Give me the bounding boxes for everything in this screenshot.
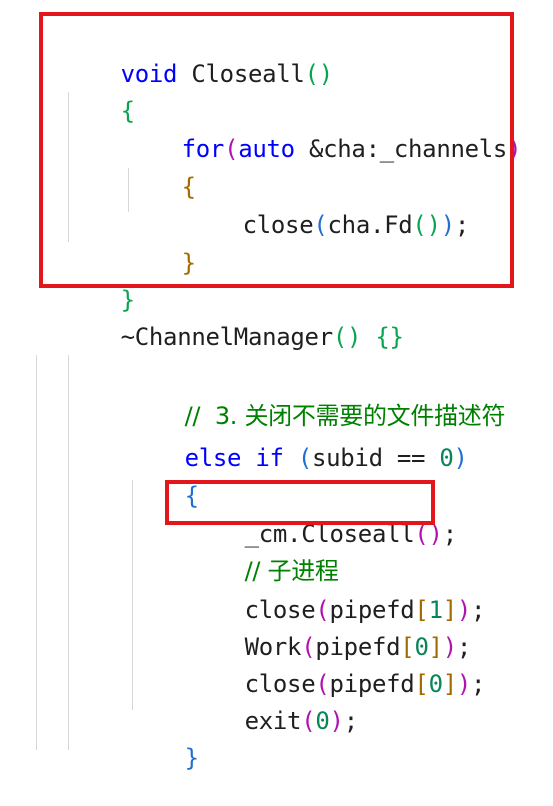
code-line: // 3. 关闭不需要的文件描述符	[128, 368, 506, 430]
highlight-box-function	[39, 12, 514, 288]
brace: {	[184, 482, 199, 510]
code-text: cha.Fd	[327, 211, 413, 239]
paren: ()	[412, 211, 441, 239]
paren: ()	[304, 60, 334, 88]
brace: }	[181, 249, 196, 277]
function-call: exit	[244, 707, 302, 735]
bracket: [	[414, 596, 429, 624]
keyword: auto	[238, 135, 295, 163]
code-text: pipefd	[329, 596, 415, 624]
code-line: }	[125, 215, 196, 277]
keyword: for	[181, 135, 225, 163]
code-line: }	[128, 710, 199, 772]
highlight-box-call	[165, 480, 435, 525]
function-call: Work	[244, 633, 302, 661]
indent-guide	[132, 480, 133, 710]
paren: )	[456, 596, 472, 624]
brace: }	[184, 744, 199, 772]
code-line: close(pipefd[1]);	[188, 562, 486, 624]
number: 0	[439, 444, 454, 472]
code-line: // 子进程	[188, 523, 339, 585]
paren: )	[453, 444, 468, 472]
indent-guide	[128, 168, 129, 212]
number: 0	[315, 707, 330, 735]
comment: // 3. 关闭不需要的文件描述符	[184, 402, 506, 430]
code-text: &cha:_channels	[294, 135, 508, 163]
bracket: [	[400, 633, 415, 661]
semicolon: ;	[456, 633, 472, 661]
code-text: pipefd	[315, 633, 401, 661]
semicolon: ;	[442, 520, 457, 548]
paren: (	[224, 135, 239, 163]
paren: (	[297, 444, 312, 472]
function-name: Closeall	[191, 60, 305, 88]
keyword: void	[120, 60, 178, 88]
indent-guide	[68, 92, 69, 242]
bracket: ]	[442, 670, 457, 698]
paren: (	[315, 670, 330, 698]
bracket: ]	[442, 596, 457, 624]
code-line: }	[64, 252, 135, 314]
brace: }	[120, 286, 135, 314]
code-line: void Closeall()	[64, 26, 334, 88]
code-line: exit(0);	[188, 673, 359, 735]
code-line: {	[64, 63, 135, 125]
code-text: pipefd	[329, 670, 415, 698]
paren: (	[313, 211, 328, 239]
bracket: [	[414, 670, 429, 698]
keyword: else if	[184, 444, 284, 472]
brace: {	[181, 173, 196, 201]
paren: )	[442, 633, 457, 661]
semicolon: ;	[343, 707, 358, 735]
indent-guide	[36, 355, 37, 750]
function-call: close	[244, 596, 316, 624]
code-text: subid ==	[311, 444, 440, 472]
code-line: else if (subid == 0)	[128, 410, 468, 472]
paren: )	[456, 670, 472, 698]
brace: {	[120, 97, 135, 125]
indent-guide	[68, 355, 69, 750]
paren: )	[329, 707, 344, 735]
semicolon: ;	[471, 596, 486, 624]
brace: {}	[375, 323, 404, 351]
number: 0	[414, 633, 429, 661]
code-line: {	[125, 139, 196, 201]
number: 0	[428, 670, 443, 698]
code-line: close(cha.Fd());	[186, 177, 470, 239]
paren: )	[440, 211, 455, 239]
code-line: close(pipefd[0]);	[188, 636, 486, 698]
function-call: close	[244, 670, 316, 698]
semicolon: ;	[471, 670, 486, 698]
code-line: for(auto &cha:_channels)	[125, 101, 522, 163]
paren: (	[301, 633, 316, 661]
semicolon: ;	[454, 211, 470, 239]
code-line: ~ChannelManager() {}	[64, 289, 404, 351]
code-line: Work(pipefd[0]);	[188, 599, 472, 661]
paren: (	[301, 707, 316, 735]
code-line: {	[128, 448, 199, 510]
paren: ()	[332, 323, 362, 351]
paren: (	[315, 596, 330, 624]
comment: // 子进程	[244, 557, 339, 585]
number: 1	[428, 596, 443, 624]
bracket: ]	[428, 633, 443, 661]
function-call: close	[242, 211, 314, 239]
destructor-name: ~ChannelManager	[120, 323, 334, 351]
